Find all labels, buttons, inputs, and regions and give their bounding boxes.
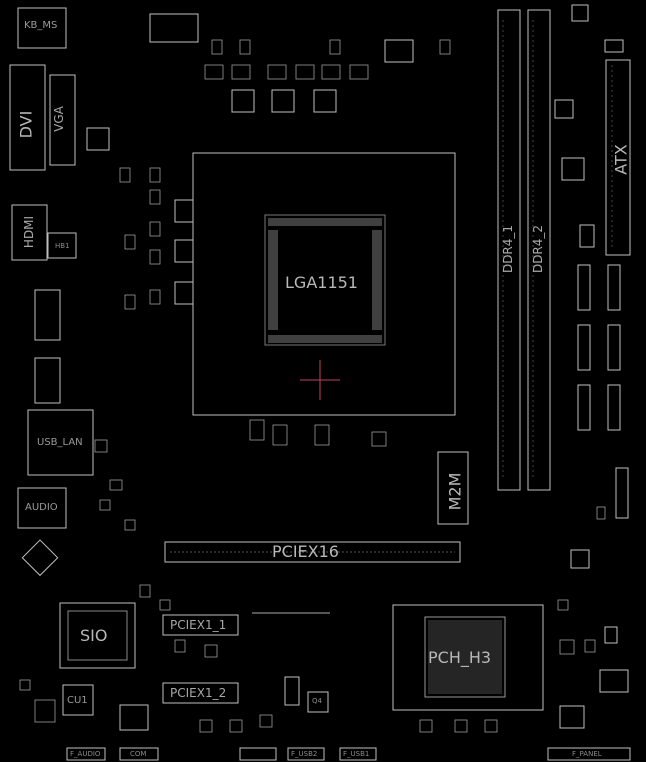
pcie-x1-slot-1 <box>162 614 239 636</box>
audio-label: AUDIO <box>25 502 58 513</box>
small-chip-bottom <box>119 704 149 731</box>
sio-label: SIO <box>80 626 108 645</box>
hdmi-label: HDMI <box>22 215 37 249</box>
pcie-x16-slot <box>164 541 461 563</box>
cpu-socket-label: LGA1151 <box>285 273 358 292</box>
f-audio-header <box>66 747 106 761</box>
atx-label: ATX <box>611 144 631 175</box>
pcie-x1-2-label: PCIEX1_2 <box>170 686 227 700</box>
m2m-label: M2M <box>445 472 465 511</box>
pcie-x16-label: PCIEX16 <box>272 542 339 561</box>
hb1-chip <box>47 232 77 259</box>
ddr4-slot-1 <box>497 9 521 491</box>
atx-connector <box>605 59 631 256</box>
f-panel-label: F_PANEL <box>572 750 602 758</box>
com-header <box>119 747 159 761</box>
f-usb2-label: F_USB2 <box>291 750 318 758</box>
sio-chip <box>59 602 136 669</box>
f-usb1-header <box>339 747 377 761</box>
vga-label: VGA <box>51 106 66 132</box>
rotated-chip <box>21 539 59 577</box>
usb-lan-connector <box>27 409 94 476</box>
f-audio-label: F_AUDIO <box>70 750 101 758</box>
audio-connector <box>17 487 67 529</box>
q4-label: Q4 <box>312 697 322 705</box>
f-panel-header <box>547 747 631 761</box>
vga-connector <box>49 74 76 166</box>
pwr-header <box>239 747 277 761</box>
f-usb1-label: F_USB1 <box>343 750 370 758</box>
kb-ms-connector <box>17 7 67 49</box>
ddr4-slot-2 <box>527 9 551 491</box>
ddr4-1-label: DDR4_1 <box>501 224 516 274</box>
hdmi-connector <box>11 204 48 261</box>
ddr4-2-label: DDR4_2 <box>531 224 546 274</box>
dvi-label: DVI <box>16 110 36 139</box>
cpu-pad-field <box>264 214 386 346</box>
com-label: COM <box>130 750 147 758</box>
pch-chip <box>424 616 506 698</box>
f-usb2-header <box>287 747 325 761</box>
usb-lan-label: USB_LAN <box>37 437 83 448</box>
m2-slot <box>437 451 469 525</box>
cu1-label: CU1 <box>67 695 88 706</box>
cu1-chip <box>62 684 94 716</box>
pcie-x1-1-label: PCIEX1_1 <box>170 618 227 632</box>
pcie-x1-slot-2 <box>162 682 239 704</box>
dvi-connector <box>9 64 46 171</box>
pch-area <box>392 604 544 711</box>
kb-ms-label: KB_MS <box>24 20 58 31</box>
pch-label: PCH_H3 <box>428 648 492 667</box>
hb1-label: HB1 <box>55 242 70 250</box>
